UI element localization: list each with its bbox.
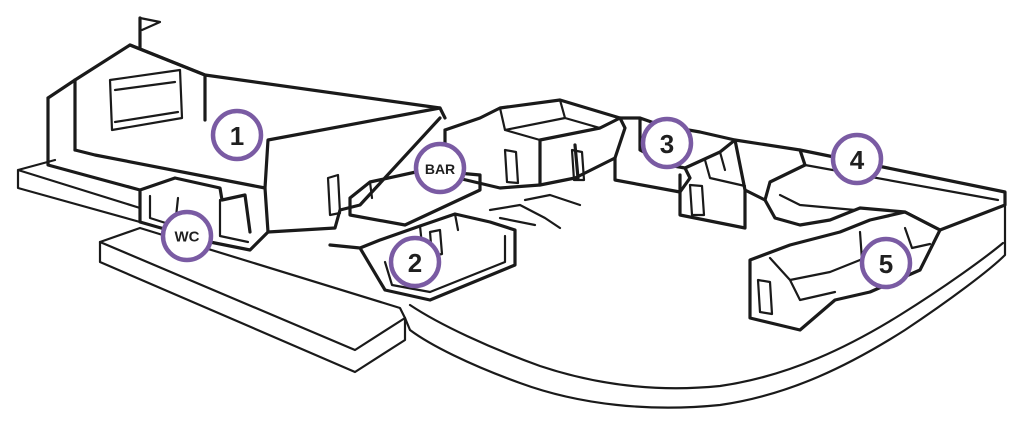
room1-window <box>108 68 184 132</box>
marker-wc-label: WC <box>175 229 200 246</box>
room5-inner <box>768 230 864 302</box>
mid-right-inner <box>703 150 747 188</box>
far-left-podium <box>16 158 142 224</box>
flag-icon <box>138 16 162 32</box>
marker-room-4-label: 4 <box>850 145 865 175</box>
room1-roof-slope <box>73 43 207 152</box>
room2-walls <box>328 212 517 302</box>
marker-room-2[interactable]: 2 <box>388 235 442 289</box>
marker-room-1-label: 1 <box>230 121 244 151</box>
marker-bar[interactable]: BAR <box>413 141 467 195</box>
marker-room-1[interactable]: 1 <box>210 108 264 162</box>
mid-right-block <box>678 138 807 230</box>
mid-right-door <box>688 183 706 217</box>
room5-side <box>903 226 932 250</box>
central-tower-roof <box>498 98 602 142</box>
left-terrace-top <box>98 226 407 320</box>
marker-room-3[interactable]: 3 <box>640 116 694 170</box>
central-side-door <box>570 148 586 182</box>
ground-slab-outline <box>403 203 1007 409</box>
marker-bar-label: BAR <box>425 161 455 177</box>
marker-room-5-label: 5 <box>879 249 893 279</box>
room4-inner <box>778 163 1000 212</box>
marker-room-2-label: 2 <box>408 248 422 278</box>
room4-walls <box>763 148 1007 232</box>
center-passage <box>488 193 582 230</box>
room5-door <box>756 278 774 316</box>
room1-inner-wall <box>73 116 442 234</box>
left-terrace-slab <box>98 240 407 374</box>
room5-walls <box>748 210 942 332</box>
ground-slab-edge <box>408 241 1005 390</box>
marker-room-5[interactable]: 5 <box>859 236 913 290</box>
marker-wc[interactable]: WC <box>160 209 214 263</box>
room1-door <box>326 173 342 217</box>
marker-room-4[interactable]: 4 <box>830 132 884 186</box>
marker-room-3-label: 3 <box>660 129 674 159</box>
room1-front-wall <box>263 106 442 190</box>
central-tower-door <box>503 148 520 185</box>
